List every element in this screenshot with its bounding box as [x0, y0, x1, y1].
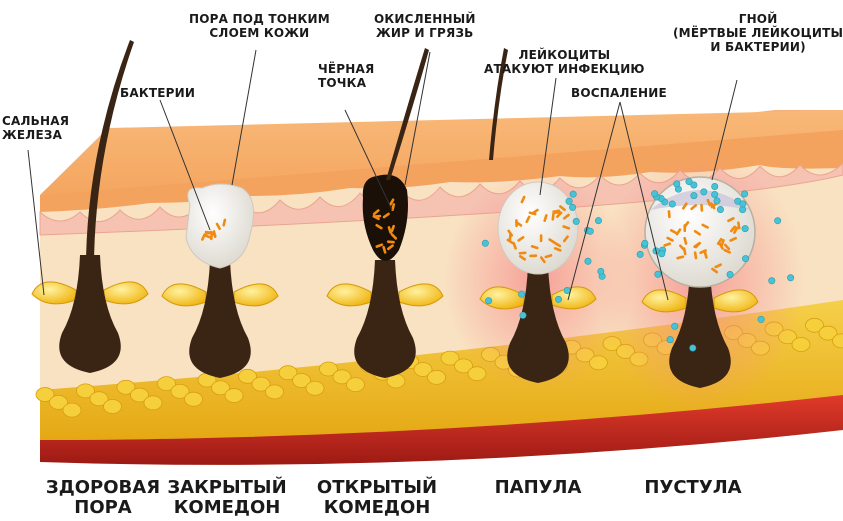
leukocyte: [686, 178, 692, 184]
leukocyte: [570, 191, 576, 197]
leukocyte: [787, 275, 793, 281]
leukocyte: [714, 198, 720, 204]
label-black-dot: ЧЁРНАЯ ТОЧКА: [318, 62, 374, 90]
leukocyte: [655, 271, 661, 277]
stage-label-healthy-pore: ЗДОРОВАЯ ПОРА: [38, 478, 168, 518]
stage-label-pustule: ПУСТУЛА: [628, 478, 758, 498]
leukocyte: [566, 198, 572, 204]
leukocyte: [555, 296, 561, 302]
stage-label-papule: ПАПУЛА: [478, 478, 598, 498]
leukocyte: [717, 206, 723, 212]
leukocyte: [569, 204, 575, 210]
leukocyte: [642, 240, 648, 246]
fat-cell: [792, 338, 810, 352]
label-oxidized-fat: ОКИСЛЕННЫЙ ЖИР И ГРЯЗЬ: [374, 12, 476, 40]
leukocyte: [691, 192, 697, 198]
leukocyte: [740, 201, 746, 207]
leukocyte: [595, 217, 601, 223]
leukocyte: [712, 183, 718, 189]
stage-label-closed-comedo: ЗАКРЫТЫЙ КОМЕДОН: [162, 478, 292, 518]
stage-label-open-comedo: ОТКРЫТЫЙ КОМЕДОН: [312, 478, 442, 518]
fat-cell: [185, 392, 203, 406]
leukocyte: [587, 228, 593, 234]
leukocyte: [659, 251, 665, 257]
fat-cell: [63, 403, 81, 417]
leukocyte: [672, 323, 678, 329]
fat-cell: [266, 385, 284, 399]
leukocyte: [727, 271, 733, 277]
leukocyte: [742, 255, 748, 261]
leukocyte: [741, 191, 747, 197]
fat-cell: [347, 378, 365, 392]
leukocyte: [598, 268, 604, 274]
leukocyte: [651, 191, 657, 197]
leukocyte: [690, 345, 696, 351]
leukocyte: [742, 225, 748, 231]
leukocyte: [585, 258, 591, 264]
leukocyte: [667, 336, 673, 342]
fat-cell: [428, 370, 446, 384]
bacterium: [515, 219, 518, 227]
label-bacteria: БАКТЕРИИ: [120, 86, 195, 100]
leukocyte: [637, 251, 643, 257]
leukocyte: [711, 191, 717, 197]
leukocyte: [518, 291, 524, 297]
fat-cell: [225, 389, 243, 403]
label-inflammation: ВОСПАЛЕНИЕ: [571, 86, 667, 100]
leukocyte: [701, 189, 707, 195]
leukocyte: [669, 201, 675, 207]
leukocyte: [774, 217, 780, 223]
leukocyte: [674, 181, 680, 187]
label-sebaceous-gland: САЛЬНАЯ ЖЕЛЕЗА: [2, 114, 69, 142]
bacterium: [540, 234, 543, 242]
leukocyte: [520, 312, 526, 318]
label-leukocytes: ЛЕЙКОЦИТЫ АТАКУЮТ ИНФЕКЦИЮ: [484, 48, 645, 76]
leukocyte: [758, 316, 764, 322]
bacterium: [529, 254, 537, 257]
leukocyte: [573, 218, 579, 224]
leukocyte: [769, 278, 775, 284]
leukocyte: [739, 206, 745, 212]
leukocyte: [485, 298, 491, 304]
fat-cell: [306, 381, 324, 395]
fat-cell: [144, 396, 162, 410]
label-pore-under-skin: ПОРА ПОД ТОНКИМ СЛОЕМ КОЖИ: [189, 12, 330, 40]
label-pus: ГНОЙ (МЁРТВЫЕ ЛЕЙКОЦИТЫ И БАКТЕРИИ): [673, 12, 843, 54]
fat-cell: [104, 399, 122, 413]
leukocyte: [482, 240, 488, 246]
